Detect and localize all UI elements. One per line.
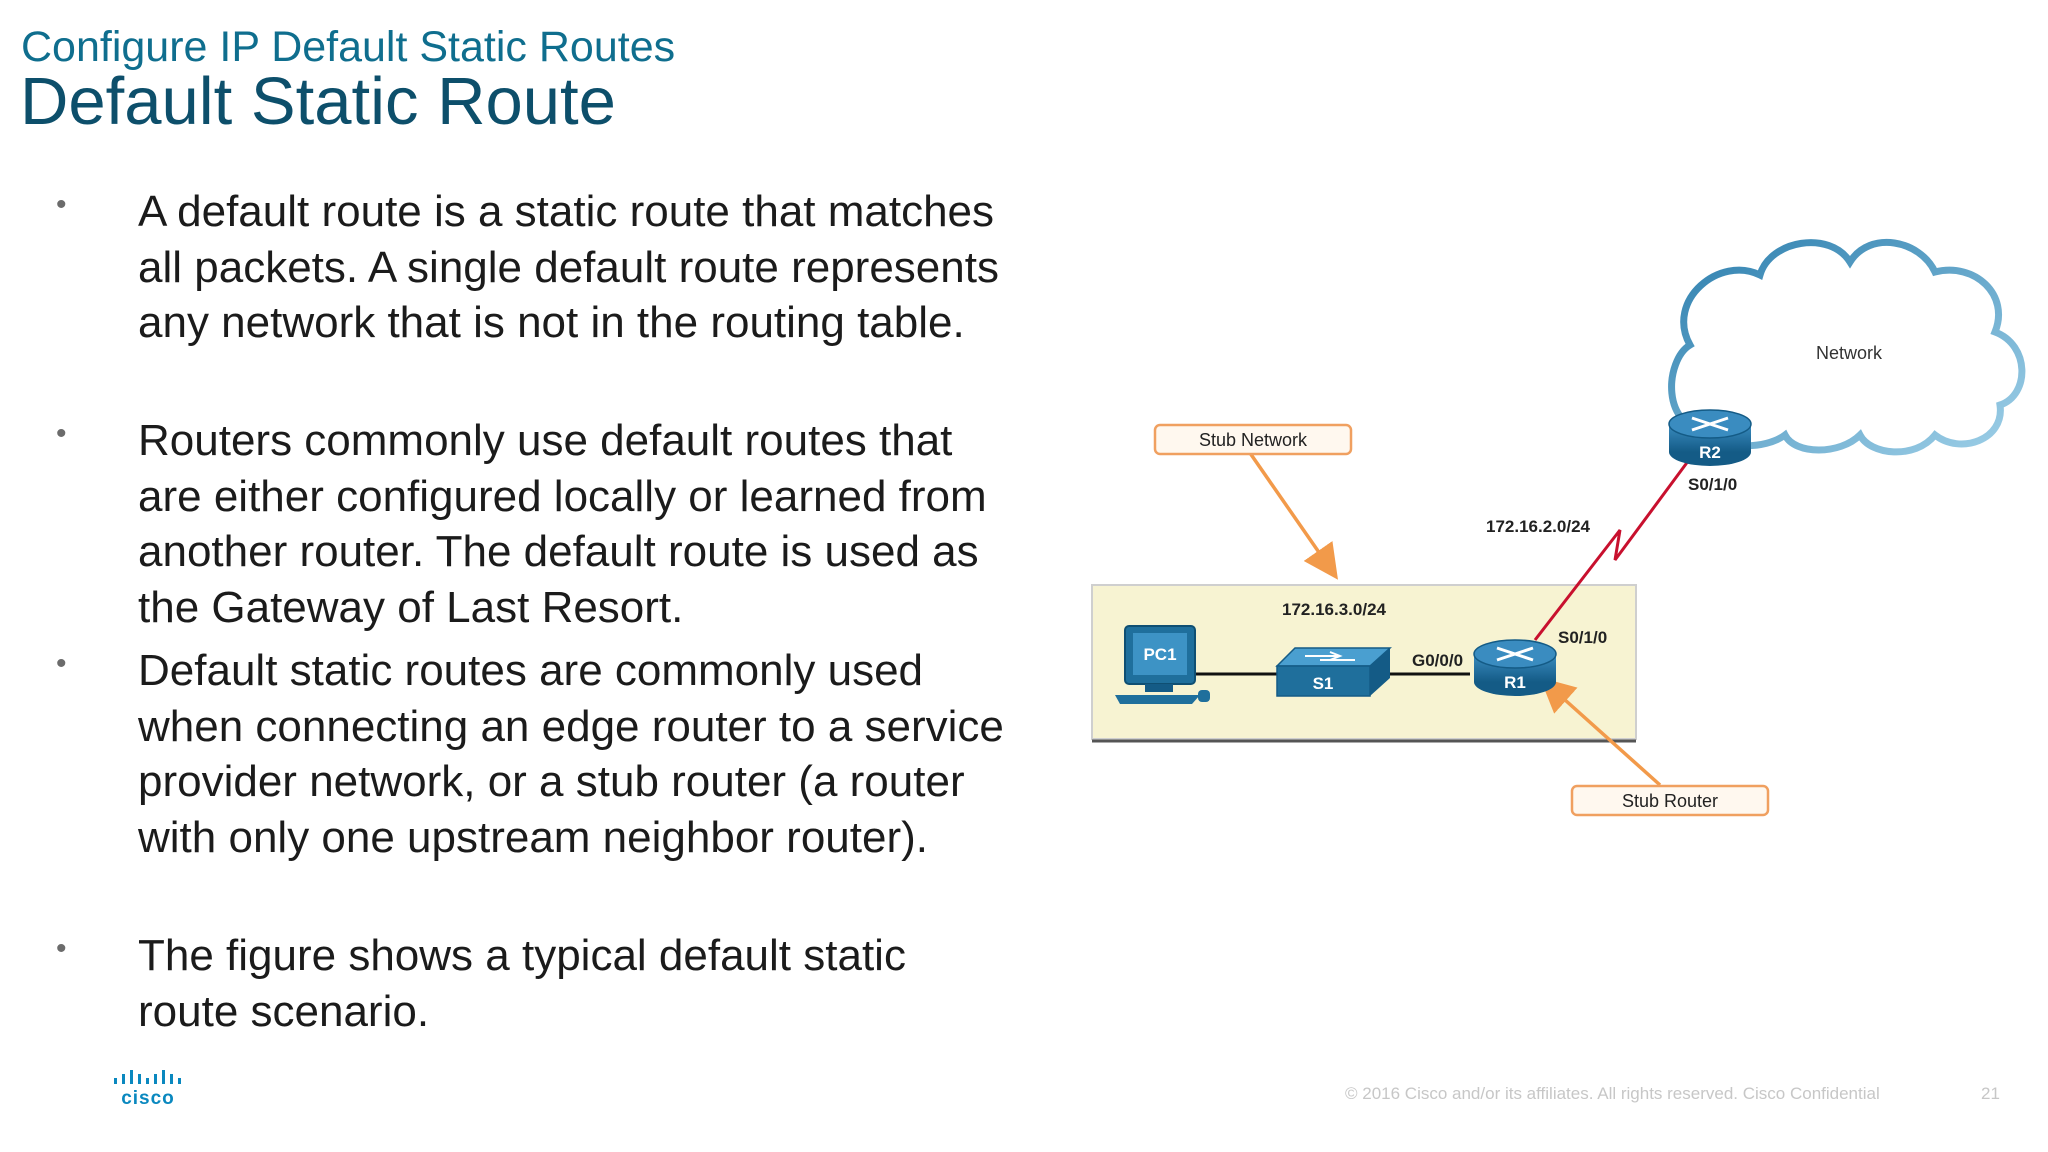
slide-title: Default Static Route xyxy=(20,64,616,139)
stub-router-arrow xyxy=(1539,677,1662,787)
bullet-dot-icon: • xyxy=(56,647,67,680)
cisco-logo-text: cisco xyxy=(121,1088,175,1108)
bullet-text: Routers commonly use default routes that… xyxy=(138,416,987,632)
r2-interface-label: S0/1/0 xyxy=(1688,475,1737,494)
stub-network-arrow xyxy=(1248,452,1338,580)
serial-link xyxy=(1533,444,1702,641)
r1-label: R1 xyxy=(1504,673,1526,692)
slide-subtitle: Configure IP Default Static Routes xyxy=(21,23,676,71)
switch-icon: S1 xyxy=(1275,647,1392,697)
cloud-label: Network xyxy=(1816,343,1883,363)
router-r2-icon: R2 xyxy=(1668,409,1752,466)
stub-network-label: Stub Network xyxy=(1199,430,1308,450)
footer-copyright: © 2016 Cisco and/or its affiliates. All … xyxy=(1345,1084,1880,1103)
bullet-text: A default route is a static route that m… xyxy=(138,187,999,347)
bullet-dot-icon: • xyxy=(56,188,67,221)
r2-label: R2 xyxy=(1699,443,1721,462)
pc-label: PC1 xyxy=(1143,645,1176,664)
bullet-text: Default static routes are commonly used … xyxy=(138,646,1004,862)
r1-serial-label: S0/1/0 xyxy=(1558,628,1607,647)
lan-network-label: 172.16.3.0/24 xyxy=(1282,600,1387,619)
switch-label: S1 xyxy=(1313,674,1334,693)
stub-network-callout: Stub Network xyxy=(1153,423,1353,456)
wan-network-label: 172.16.2.0/24 xyxy=(1486,517,1591,536)
stub-router-label: Stub Router xyxy=(1622,791,1718,811)
pc-icon: PC1 xyxy=(1115,625,1210,704)
bullet-text: The figure shows a typical default stati… xyxy=(138,931,906,1036)
bullet-dot-icon: • xyxy=(56,417,67,450)
bullet-dot-icon: • xyxy=(56,932,67,965)
network-cloud: Network xyxy=(1668,238,2026,456)
r1-gig-label: G0/0/0 xyxy=(1412,651,1463,670)
cisco-logo: cisco xyxy=(114,1070,181,1108)
footer-page-number: 21 xyxy=(1981,1084,2000,1103)
router-r1-icon: R1 xyxy=(1473,639,1557,696)
stub-router-callout: Stub Router xyxy=(1570,784,1770,817)
